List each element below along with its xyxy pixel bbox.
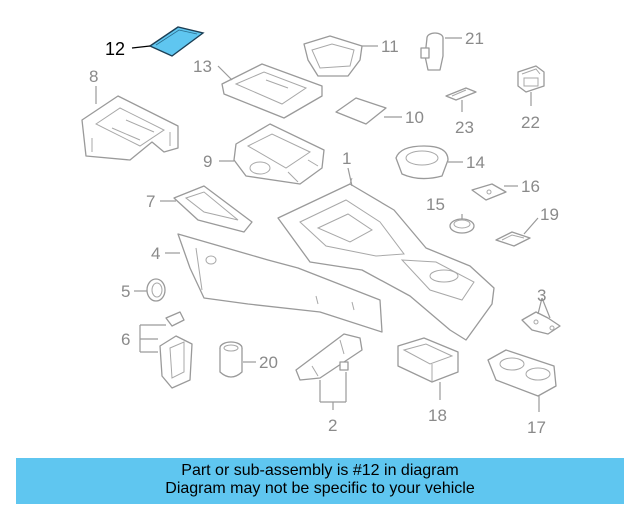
callout-15[interactable]: 15 [426,195,445,214]
leader-12 [131,45,151,49]
part-23-cover[interactable] [445,87,477,101]
part-1-console-body[interactable] [277,177,495,341]
part-21-socket[interactable] [420,32,444,71]
callout-7[interactable]: 7 [146,192,155,211]
callout-21[interactable]: 21 [465,29,484,48]
callout-11[interactable]: 11 [381,37,399,56]
part-6-bracket[interactable] [159,311,193,389]
callout-23[interactable]: 23 [455,118,474,137]
part-15-cap[interactable] [449,218,475,234]
part-11-storage-tray[interactable] [303,35,363,77]
callout-8[interactable]: 8 [89,67,98,86]
part-3-clip[interactable] [521,311,561,335]
notice-line-part: Part or sub-assembly is #12 in diagram [181,462,459,479]
callout-14[interactable]: 14 [466,153,485,172]
callout-18[interactable]: 18 [428,406,447,425]
part-17-cup-insert[interactable] [487,349,557,397]
callout-19[interactable]: 19 [540,205,559,224]
callout-5[interactable]: 5 [121,282,130,301]
notice-line-disclaimer: Diagram may not be specific to your vehi… [165,480,475,497]
part-18-box[interactable] [397,337,459,383]
part-8-bracket[interactable] [81,95,179,161]
part-13-tray[interactable] [221,63,323,119]
callout-16[interactable]: 16 [521,177,540,196]
part-20-socket[interactable] [219,341,243,378]
callout-3[interactable]: 3 [537,286,546,305]
callout-4[interactable]: 4 [151,244,160,263]
part-2-bracket[interactable] [295,333,363,381]
callout-6[interactable]: 6 [121,330,130,349]
callout-12[interactable]: 12 [105,39,125,59]
callout-13[interactable]: 13 [193,57,212,76]
part-19-pad[interactable] [495,231,531,247]
part-7-trim[interactable] [173,185,253,233]
notice-banner: Part or sub-assembly is #12 in diagram D… [16,458,624,504]
part-16-bracket[interactable] [471,183,507,201]
part-10-pad[interactable] [335,97,387,125]
part-5-cap[interactable] [146,278,166,302]
part-22-switch[interactable] [517,65,545,93]
callout-22[interactable]: 22 [521,113,540,132]
callout-17[interactable]: 17 [527,418,546,437]
callout-20[interactable]: 20 [259,353,278,372]
part-12-mat[interactable] [148,26,205,57]
part-9-shifter-housing[interactable] [233,123,325,185]
part-14-cup-holder[interactable] [395,145,449,180]
callout-1[interactable]: 1 [342,149,351,168]
part-4-side-panel[interactable] [177,233,383,333]
callout-2[interactable]: 2 [328,416,337,435]
callout-10[interactable]: 10 [405,108,424,127]
callout-9[interactable]: 9 [203,152,212,171]
